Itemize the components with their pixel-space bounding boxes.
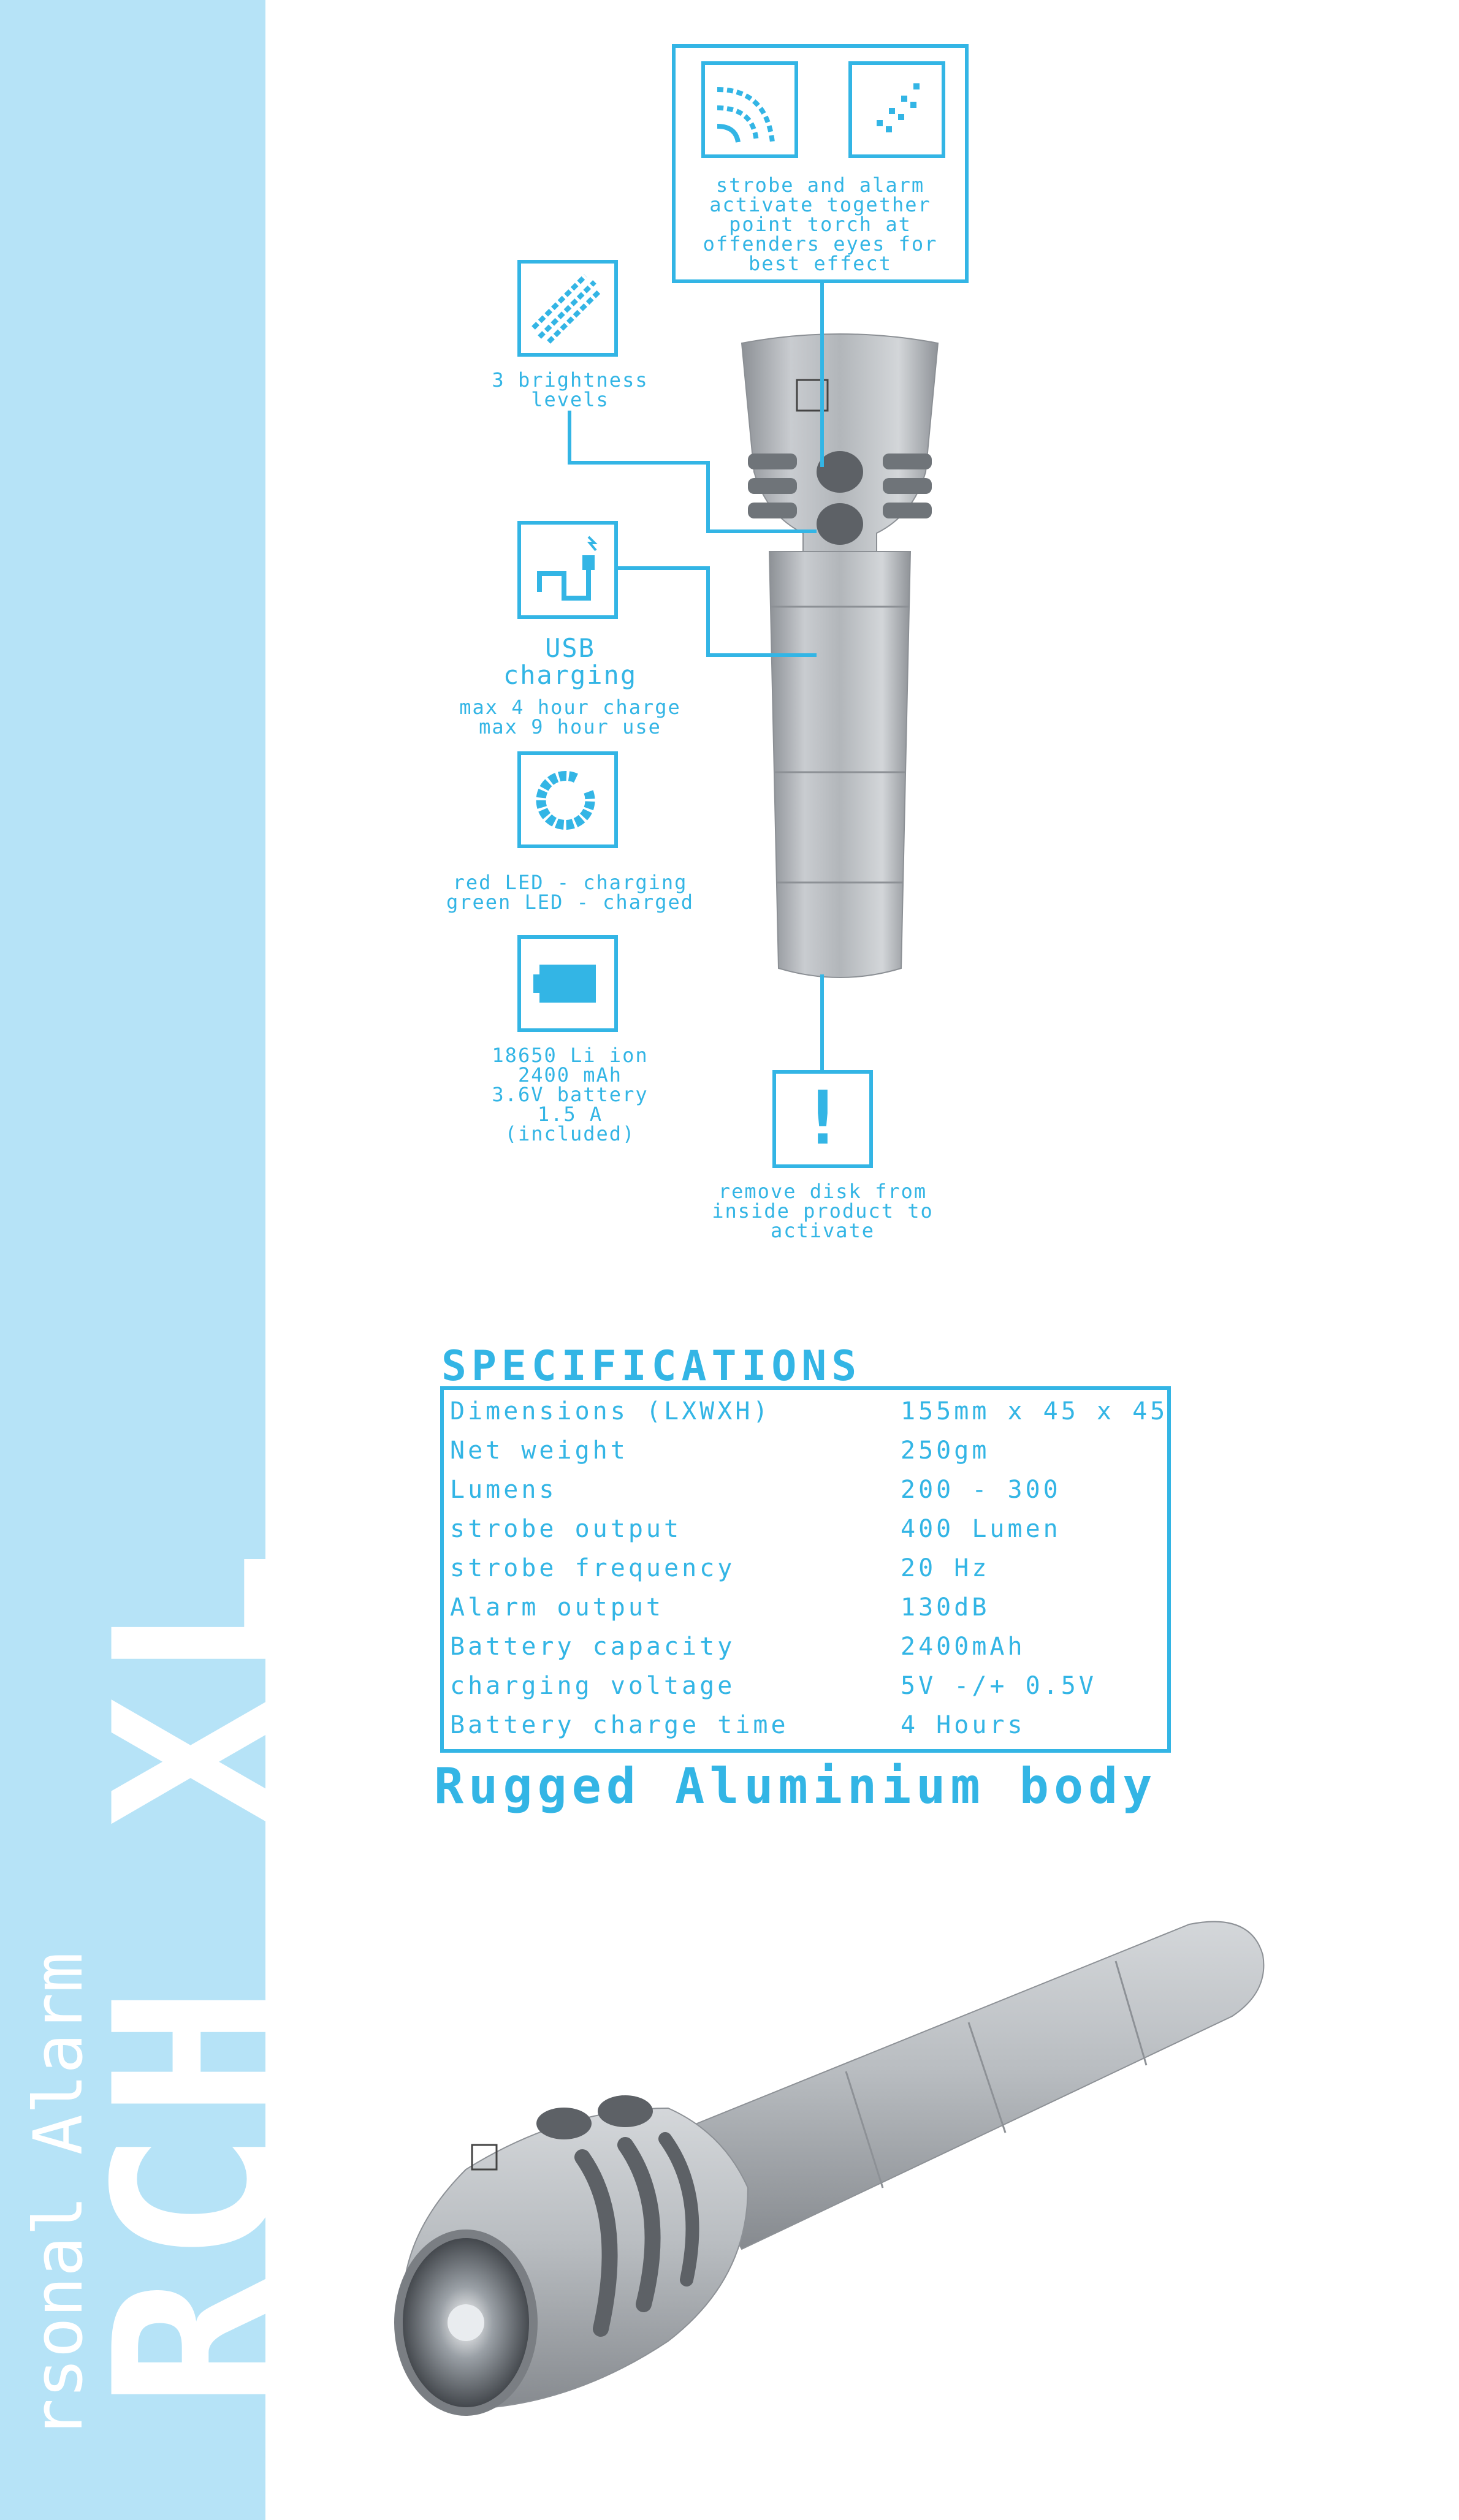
angled-torch-body xyxy=(673,1921,1265,2250)
torch-button xyxy=(598,2095,653,2127)
spec-row: Lumens 200 - 300 xyxy=(444,1471,1167,1509)
strobe-icon xyxy=(701,61,798,158)
spec-label: Alarm output xyxy=(450,1593,664,1622)
warning-exclamation-icon: ! xyxy=(772,1070,873,1168)
spec-value: 250gm xyxy=(901,1436,990,1465)
fin-slot xyxy=(748,478,797,494)
spec-row: strobe frequency 20 Hz xyxy=(444,1549,1167,1587)
spec-label: Lumens xyxy=(450,1476,557,1504)
torch-logo xyxy=(471,2144,498,2171)
torch-button-top xyxy=(817,451,863,493)
brightness-icon xyxy=(517,260,618,357)
leader-line xyxy=(568,461,709,465)
fin-slot xyxy=(574,2149,618,2337)
body-ring xyxy=(845,2071,884,2188)
torch-button xyxy=(536,2108,592,2139)
spec-row: Dimensions (LXWXH) 155mm x 45 x 45 xyxy=(444,1392,1167,1430)
spec-label: strobe output xyxy=(450,1515,682,1543)
sidebar: RCH XL rsonal Alarm xyxy=(0,0,324,2520)
battery-spec-text: 18650 Li ion 2400 mAh 3.6V battery 1.5 A… xyxy=(492,1044,649,1145)
exclamation-glyph: ! xyxy=(800,1076,845,1161)
spec-value: 4 Hours xyxy=(901,1711,1026,1739)
spec-row: charging voltage 5V -/+ 0.5V xyxy=(444,1667,1167,1705)
spec-value: 400 Lumen xyxy=(901,1515,1061,1543)
usb-charging-title: USB charging xyxy=(503,633,638,690)
spec-label: Battery capacity xyxy=(450,1633,736,1661)
led-ring-icon xyxy=(517,751,618,848)
product-name-vertical: RCH XL xyxy=(67,1538,324,2408)
fin-slot xyxy=(748,454,797,469)
spec-row: Net weight 250gm xyxy=(444,1432,1167,1470)
spec-row: Alarm output 130dB xyxy=(444,1588,1167,1626)
leader-line xyxy=(820,283,824,467)
fin-slot xyxy=(883,454,932,469)
spec-value: 130dB xyxy=(901,1593,990,1622)
spec-label: Dimensions (LXWXH) xyxy=(450,1397,771,1425)
upright-torch-illustration xyxy=(741,333,939,978)
spec-label: charging voltage xyxy=(450,1672,736,1700)
spec-row: Battery charge time 4 Hours xyxy=(444,1706,1167,1744)
spec-value: 5V -/+ 0.5V xyxy=(901,1672,1097,1700)
led-emitter xyxy=(448,2304,484,2341)
spec-value: 20 Hz xyxy=(901,1554,990,1582)
activate-text: remove disk from inside product to activ… xyxy=(712,1180,934,1242)
spec-label: Battery charge time xyxy=(450,1711,789,1739)
tagline: Rugged Aluminium body xyxy=(434,1758,1157,1815)
strobe-alarm-text: strobe and alarm activate together point… xyxy=(703,173,938,275)
spec-label: Net weight xyxy=(450,1436,628,1465)
battery-icon xyxy=(517,935,618,1032)
fin-slot xyxy=(617,2137,661,2312)
body-ring xyxy=(1114,1960,1148,2066)
specifications-table: Dimensions (LXWXH) 155mm x 45 x 45 Net we… xyxy=(440,1386,1171,1753)
usb-charging-detail: max 4 hour charge max 9 hour use xyxy=(459,696,681,738)
leader-line xyxy=(618,566,709,570)
spec-value: 200 - 300 xyxy=(901,1476,1061,1504)
leader-line xyxy=(706,653,817,657)
fin-slot xyxy=(883,503,932,518)
product-subtitle-vertical: rsonal Alarm xyxy=(19,1952,97,2439)
leader-line xyxy=(820,974,824,1072)
brightness-text: 3 brightness levels xyxy=(492,368,649,411)
fin-slot xyxy=(883,478,932,494)
usb-icon xyxy=(517,521,618,619)
body-ring xyxy=(967,2022,1007,2133)
strobe-callout-box xyxy=(672,44,969,283)
spec-label: strobe frequency xyxy=(450,1554,736,1582)
spec-value: 2400mAh xyxy=(901,1633,1026,1661)
specifications-title: SPECIFICATIONS xyxy=(441,1342,862,1391)
spec-row: strobe output 400 Lumen xyxy=(444,1510,1167,1548)
leader-line xyxy=(706,461,710,533)
spec-value: 155mm x 45 x 45 xyxy=(901,1397,1168,1425)
fin-slot xyxy=(658,2132,699,2287)
alarm-sparkle-icon xyxy=(848,61,945,158)
leader-line xyxy=(568,411,571,463)
led-status-text: red LED - charging green LED - charged xyxy=(446,871,695,914)
angled-torch-illustration xyxy=(394,1921,1265,2416)
leader-line xyxy=(706,566,710,657)
torch-body xyxy=(768,551,912,978)
leader-line xyxy=(706,529,817,533)
torch-button-bottom xyxy=(817,503,863,545)
fin-slot xyxy=(748,503,797,518)
torch-logo xyxy=(796,379,829,412)
spec-row: Battery capacity 2400mAh xyxy=(444,1628,1167,1666)
